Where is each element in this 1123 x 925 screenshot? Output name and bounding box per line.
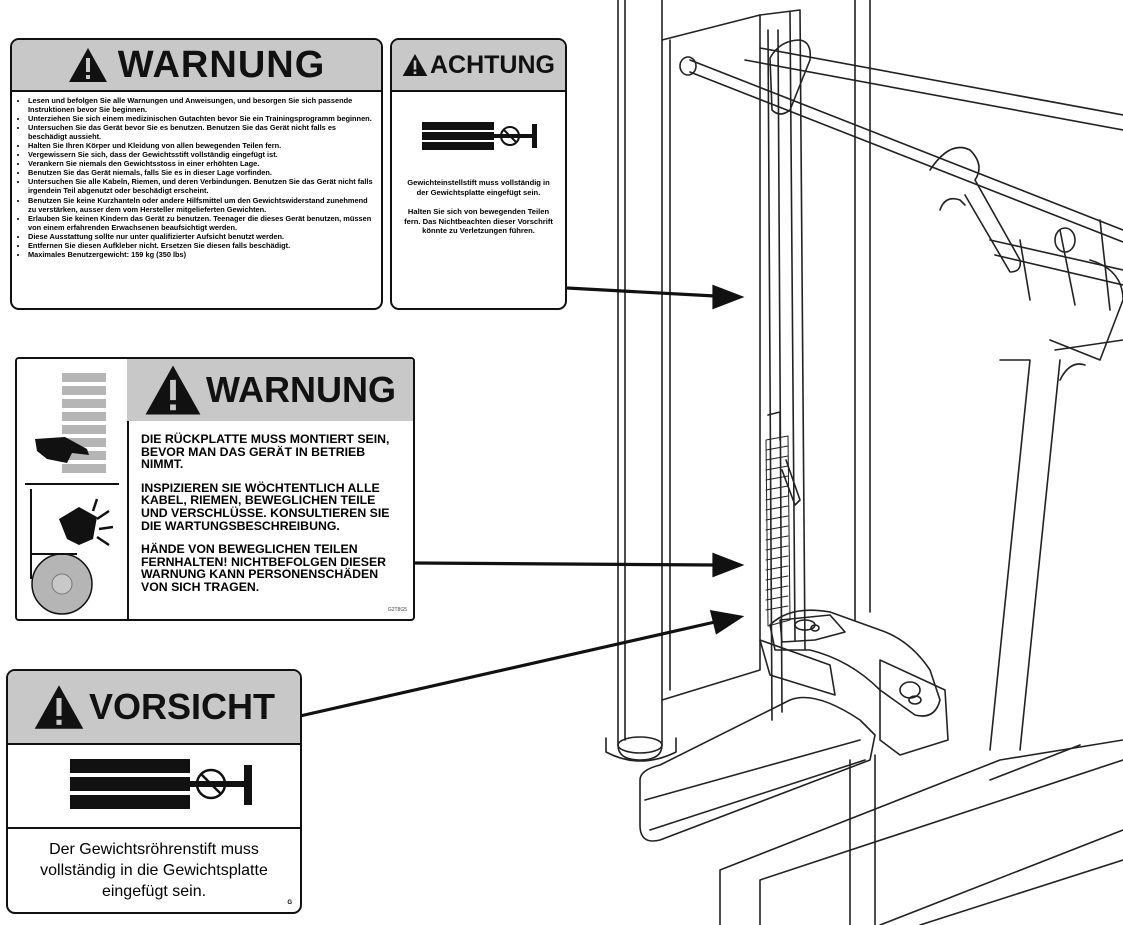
pictogram-panel [17,359,129,619]
caution-label-header: VORSICHT [8,671,300,745]
label-code: G [287,900,292,906]
cable-pulley-hand-icon [30,489,114,615]
handle-grip-right [929,146,1022,273]
list-item: Benutzen Sie keine Kurzhanteln oder ande… [28,196,373,214]
weight-pin-icon [422,122,537,150]
seat-cushion [639,696,876,842]
upper-handle-bar [689,59,1123,243]
warning-triangle-icon [68,48,107,82]
caution-label-pin: ACHTUNG Gewichteinstellstift muss vollst… [390,38,567,310]
list-item: Erlauben Sie keinen Kindern das Gerät zu… [28,214,373,232]
list-item: Entfernen Sie diesen Aufkleber nicht. Er… [28,241,373,250]
caution-text: Der Gewichtsröhrenstift muss vollständig… [40,841,268,900]
column-left [617,0,663,761]
warning-paragraph-backplate: DIE RÜCKPLATTE MUSS MONTIERT SEIN, BEVOR… [141,432,390,472]
weight-stack-frame [661,14,761,701]
callout-arrows [299,284,745,718]
frame-leg [989,339,1123,751]
warning-paragraph-inspect: INSPIZIEREN SIE WÖCHTENTLICH ALLE KABEL,… [141,480,390,533]
pictogram-divider [25,483,119,485]
caution-title: ACHTUNG [430,50,555,79]
warning-label-backplate: WARNUNG DIE RÜCKPLATTE MUSS MONTIERT SEI… [15,357,415,621]
warning-label-general: WARNUNG Lesen und befolgen Sie alle Warn… [10,38,383,310]
list-item: Verankern Sie niemals den Gewichtsstoss … [28,159,373,168]
warning-title: WARNUNG [206,369,396,410]
list-item: Maximales Benutzergewicht: 159 kg (350 l… [28,250,373,259]
caution-text-1: Gewichteinstellstift muss vollständig in… [407,178,550,197]
weight-pin-icon [8,759,300,829]
warning-text-panel: WARNUNG DIE RÜCKPLATTE MUSS MONTIERT SEI… [127,359,413,619]
weight-stack-plates [765,435,791,627]
warning-triangle-icon [34,685,84,729]
caution-title: VORSICHT [88,686,275,727]
list-item: Halten Sie Ihren Körper und Kleidung von… [28,141,373,150]
list-item: Untersuchen Sie alle Kabeln, Riemen, und… [28,177,373,195]
caution-label-header: ACHTUNG [392,40,565,92]
label-code: G2T8G5 [387,607,407,613]
list-item: Untersuchen Sie das Gerät bevor Sie es b… [28,123,373,141]
caution-label-tube-pin: VORSICHT Der Gewichtsröhrenstift muss vo… [6,669,302,914]
list-item: Diese Ausstattung sollte nur unter quali… [28,232,373,241]
warning-title: WARNUNG [117,43,326,86]
warning-label-header: WARNUNG [12,40,381,92]
list-item: Unterziehen Sie sich einem medizinischen… [28,114,373,123]
warning-triangle-icon [145,365,201,415]
warning-label-header: WARNUNG [127,359,413,421]
list-item: Vergewissern Sie sich, dass der Gewichts… [28,150,373,159]
warning-list: Lesen und befolgen Sie alle Warnungen un… [12,92,381,259]
warning-paragraph-hands: HÄNDE VON BEWEGLICHEN TEILEN FERNHALTEN!… [141,542,387,594]
caution-text-2: Halten Sie sich von bewegenden Teilen fe… [404,207,553,235]
list-item: Benutzen Sie das Gerät niemals, falls Si… [28,168,373,177]
hand-pinch-icon [35,373,106,473]
warning-triangle-icon [402,53,428,77]
list-item: Lesen und befolgen Sie alle Warnungen un… [28,96,373,114]
seat-mechanism [769,609,941,717]
